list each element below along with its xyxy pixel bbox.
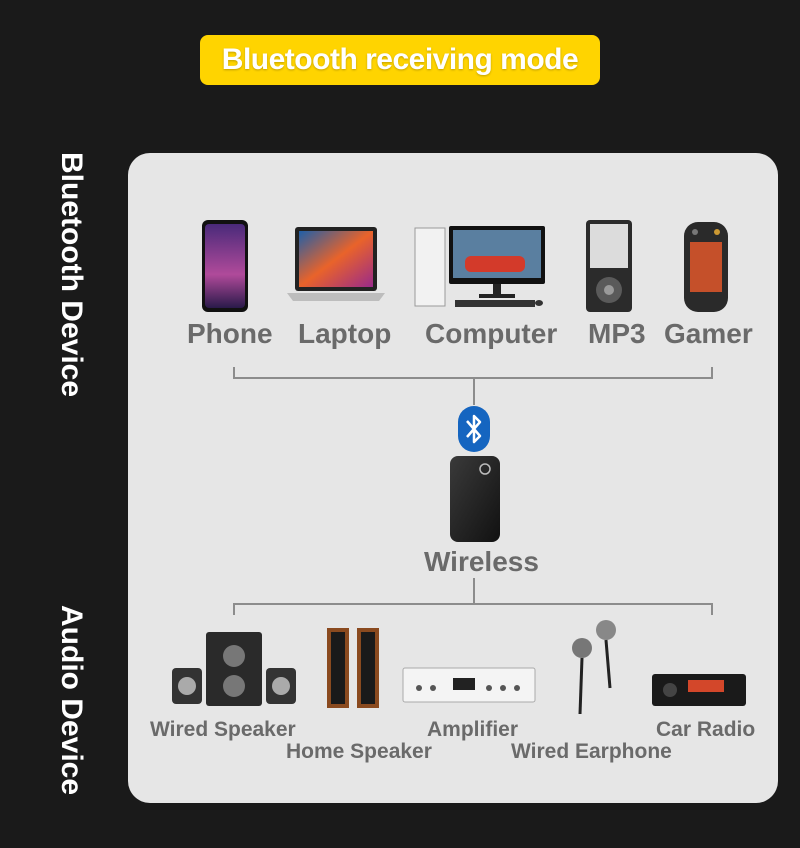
audio-label-wired-earphone: Wired Earphone bbox=[511, 740, 672, 764]
top-bracket-right-tick bbox=[711, 367, 713, 379]
mp3-image bbox=[586, 220, 632, 312]
audio-label-home-speaker: Home Speaker bbox=[286, 740, 432, 764]
wireless-receiver-image bbox=[450, 456, 500, 542]
device-label-gamer: Gamer bbox=[664, 318, 753, 350]
device-label-laptop: Laptop bbox=[298, 318, 391, 350]
audio-label-amplifier: Amplifier bbox=[427, 718, 518, 742]
bottom-bracket-left-tick bbox=[233, 603, 235, 615]
laptop-image bbox=[287, 227, 385, 301]
hub-label-wireless: Wireless bbox=[424, 546, 539, 578]
diagram-title: Bluetooth receiving mode bbox=[200, 35, 600, 85]
phone-image bbox=[202, 220, 248, 312]
audio-label-wired-speaker: Wired Speaker bbox=[150, 718, 296, 742]
wired-earphone-image bbox=[566, 618, 622, 714]
bottom-bracket-line bbox=[233, 603, 713, 605]
bottom-connector-line bbox=[473, 578, 475, 604]
top-connector-line bbox=[473, 377, 475, 405]
side-label-audio-device: Audio Device bbox=[54, 605, 88, 795]
wired-speaker-image bbox=[172, 632, 296, 706]
computer-image bbox=[415, 226, 547, 308]
side-label-bluetooth-device: Bluetooth Device bbox=[54, 152, 88, 397]
audio-label-car-radio: Car Radio bbox=[656, 718, 755, 742]
home-speaker-image bbox=[327, 628, 379, 708]
gamer-image bbox=[684, 222, 728, 312]
device-label-phone: Phone bbox=[187, 318, 273, 350]
bottom-bracket-right-tick bbox=[711, 603, 713, 615]
bluetooth-icon bbox=[458, 406, 490, 452]
car-radio-image bbox=[652, 674, 746, 706]
device-label-mp3: MP3 bbox=[588, 318, 646, 350]
device-label-computer: Computer bbox=[425, 318, 557, 350]
amplifier-image bbox=[403, 668, 535, 702]
top-bracket-left-tick bbox=[233, 367, 235, 379]
